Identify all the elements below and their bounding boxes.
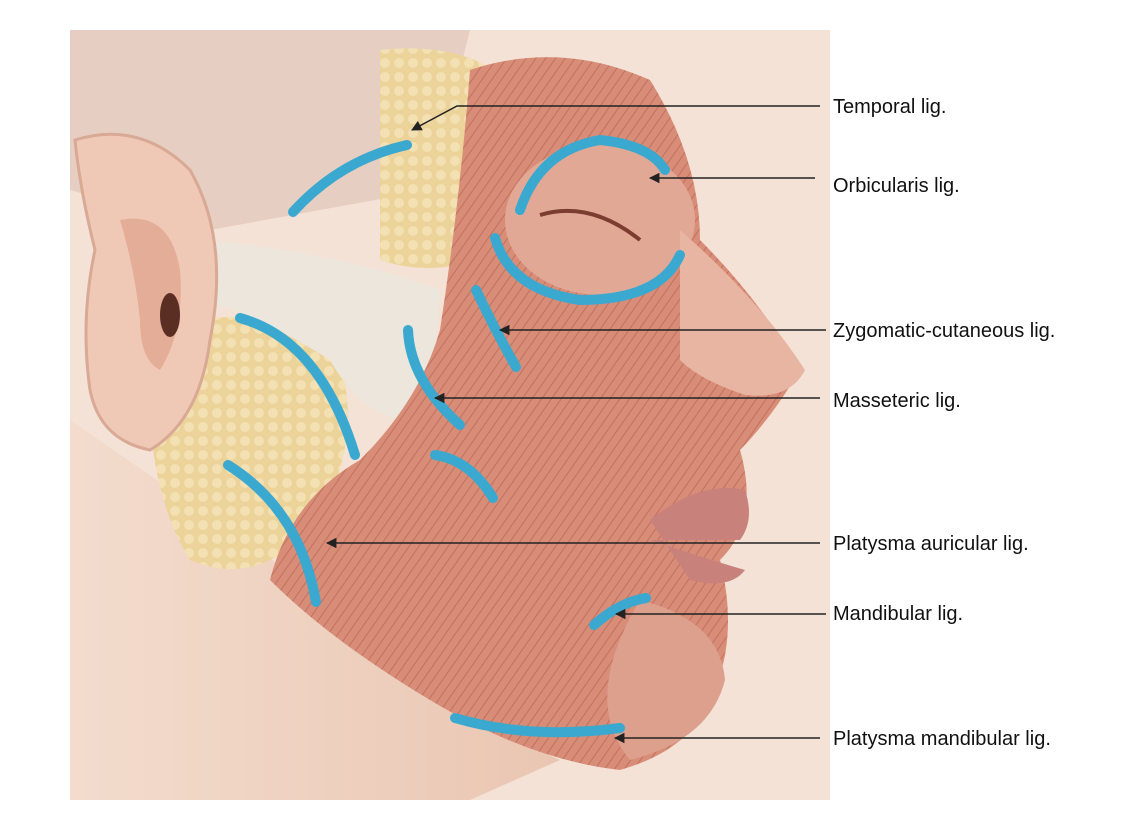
- label-orbicularis-ligament: Orbicularis lig.: [833, 176, 960, 196]
- ear-canal: [160, 293, 180, 337]
- label-mandibular-ligament: Mandibular lig.: [833, 604, 963, 624]
- label-temporal-ligament: Temporal lig.: [833, 97, 946, 117]
- label-masseteric-ligament: Masseteric lig.: [833, 391, 961, 411]
- label-zygomatic-cutaneous-ligament: Zygomatic-cutaneous lig.: [833, 321, 1055, 341]
- label-platysma-auricular-ligament: Platysma auricular lig.: [833, 534, 1029, 554]
- label-platysma-mandibular-ligament: Platysma mandibular lig.: [833, 729, 1051, 749]
